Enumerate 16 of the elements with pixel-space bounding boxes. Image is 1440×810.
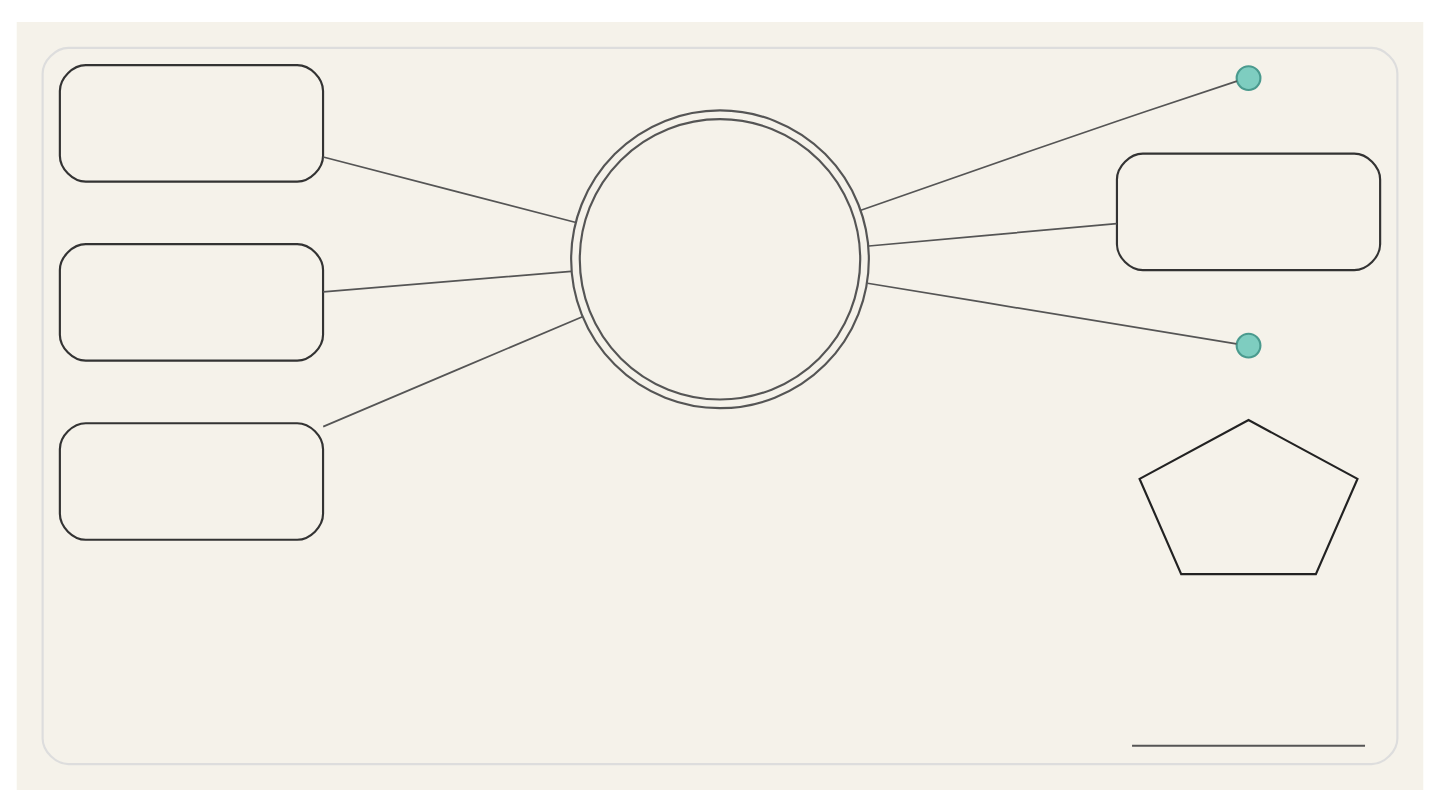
node-circle: [1235, 64, 1262, 91]
node-pentagon: [1138, 417, 1359, 575]
connector: [322, 269, 573, 292]
node-circle: [1235, 331, 1262, 358]
node-box: [1115, 151, 1382, 271]
connector: [322, 314, 584, 427]
cluster: [41, 45, 1399, 765]
node-circle: [570, 108, 870, 409]
connector: [860, 79, 1238, 211]
connector: [322, 155, 576, 223]
connector: [868, 221, 1118, 246]
node-box: [58, 421, 325, 540]
node-box: [58, 63, 325, 182]
node-box: [58, 242, 325, 361]
node-chart: [1132, 743, 1366, 746]
connector: [866, 281, 1238, 344]
